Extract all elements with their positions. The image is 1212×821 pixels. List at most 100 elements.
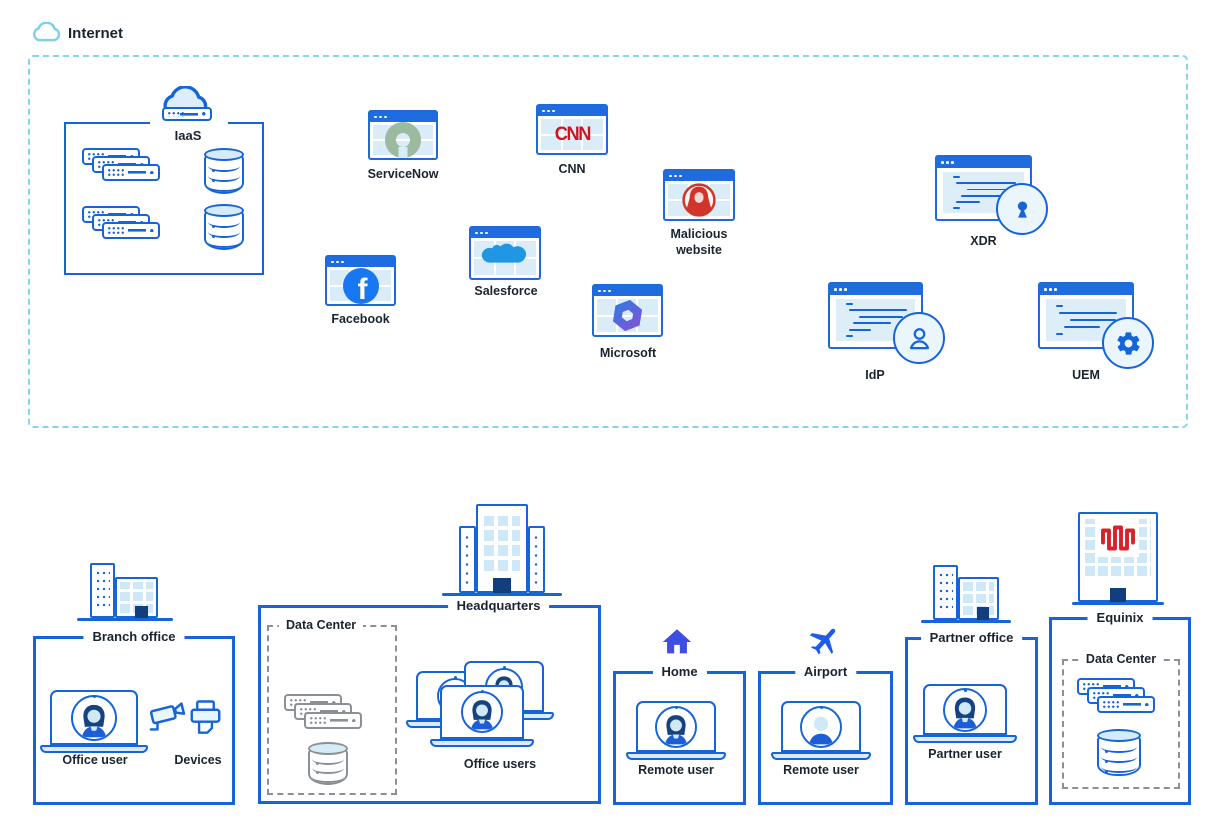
airport-remote-user-laptop [771, 701, 871, 760]
cnn-label: CNN [558, 162, 586, 176]
laptop-base [430, 739, 534, 747]
facebook-label: Facebook [331, 312, 390, 326]
server-icon [102, 164, 160, 181]
headquarters-label: Headquarters [447, 598, 550, 613]
office-users-laptop-front [430, 685, 534, 747]
internet-zone [28, 55, 1188, 428]
home-remote-user-laptop [626, 701, 726, 760]
laptop-screen [440, 685, 524, 739]
home-remote-user-label: Remote user [638, 763, 714, 777]
server-stack [1077, 678, 1175, 732]
browser-titlebar [1040, 284, 1132, 295]
salesforce-cloud-icon [481, 243, 527, 263]
servicenow-label: ServiceNow [367, 167, 439, 181]
user-badge-icon [909, 327, 929, 349]
malicious-website-window [663, 169, 735, 221]
servicenow-window [368, 110, 438, 160]
server-stack [82, 206, 180, 260]
partner-office-zone: Partner office [905, 630, 1038, 805]
uem-label: UEM [1072, 368, 1100, 382]
malicious-website-label: Malicious website [670, 227, 728, 257]
salesforce-window [469, 226, 541, 280]
server-icon [102, 222, 160, 239]
home-zone: Home [613, 664, 746, 805]
iaas-border-mask [150, 117, 228, 127]
female-user-avatar [943, 687, 987, 732]
branch-office-zone: Branch office [33, 629, 235, 805]
partner-office-building-icon [921, 562, 1011, 623]
browser-body [373, 122, 433, 158]
male-user-avatar [800, 705, 842, 748]
browser-titlebar [937, 157, 1030, 168]
salesforce-label: Salesforce [474, 284, 538, 298]
laptop-screen [50, 690, 138, 745]
airport-label: Airport [794, 664, 857, 679]
browser-body [597, 299, 658, 332]
hq-data-center-box: Data Center [267, 618, 397, 795]
branch-office-label: Branch office [83, 629, 185, 644]
headquarters-zone: Headquarters [258, 598, 601, 804]
home-label: Home [652, 664, 707, 679]
partner-office-label: Partner office [920, 630, 1023, 645]
laptop-screen [781, 701, 861, 752]
office-users-label: Office users [463, 757, 537, 771]
headquarters-building-icon [442, 504, 562, 596]
iaas-server-icon [162, 107, 212, 121]
equinix-logo [1097, 519, 1139, 557]
laptop-screen [923, 684, 1007, 735]
laptop-base [913, 735, 1017, 743]
browser-body: f [330, 267, 391, 304]
database-icon [204, 204, 244, 250]
airplane-icon [806, 623, 842, 664]
browser-titlebar [538, 106, 606, 116]
gray-server-stack [284, 694, 382, 748]
airport-zone: Airport [758, 664, 893, 805]
uem-badge [1102, 317, 1154, 369]
browser-body [668, 183, 730, 217]
laptop-screen [636, 701, 716, 752]
idp-badge [893, 312, 945, 364]
airport-remote-user-label: Remote user [783, 763, 859, 777]
facebook-window: f [325, 255, 396, 306]
gray-database-icon [308, 742, 348, 785]
browser-body [474, 241, 536, 275]
browser-titlebar [327, 257, 394, 267]
xdr-badge [996, 183, 1048, 235]
browser-titlebar [370, 112, 436, 122]
home-icon [660, 625, 694, 664]
equinix-zone: Equinix [1049, 610, 1191, 805]
database-icon [1097, 729, 1141, 776]
female-user-avatar [461, 691, 503, 733]
internet-cloud-icon [30, 21, 64, 50]
facebook-icon: f [342, 267, 379, 304]
browser-titlebar [471, 228, 539, 238]
office-user-label: Office user [62, 753, 128, 767]
browser-body: CNN [541, 119, 603, 150]
devices-label: Devices [174, 753, 222, 767]
cnn-logo: CNN [554, 123, 591, 145]
browser-titlebar [830, 284, 921, 295]
cnn-window: CNN [536, 104, 608, 155]
microsoft-label: Microsoft [599, 346, 657, 360]
internet-label: Internet [68, 25, 124, 42]
equinix-data-center-box: Data Center [1062, 652, 1180, 789]
camera-icon [146, 700, 188, 743]
idp-label: IdP [865, 368, 885, 382]
laptop-base [626, 752, 726, 760]
female-user-avatar [71, 694, 117, 741]
equinix-building-icon [1072, 512, 1164, 605]
xdr-label: XDR [970, 234, 997, 248]
browser-titlebar [594, 286, 661, 296]
office-user-laptop [40, 690, 148, 753]
server-icon [1097, 696, 1155, 713]
hq-data-center-label: Data Center [279, 618, 364, 632]
gear-icon [1116, 331, 1140, 355]
branch-office-building-icon [77, 561, 173, 621]
printer-icon [189, 698, 222, 743]
equinix-data-center-label: Data Center [1078, 652, 1164, 666]
laptop-base [771, 752, 871, 760]
female-user-avatar [655, 705, 697, 748]
browser-titlebar [665, 171, 733, 181]
iaas-label: IaaS [174, 128, 202, 143]
